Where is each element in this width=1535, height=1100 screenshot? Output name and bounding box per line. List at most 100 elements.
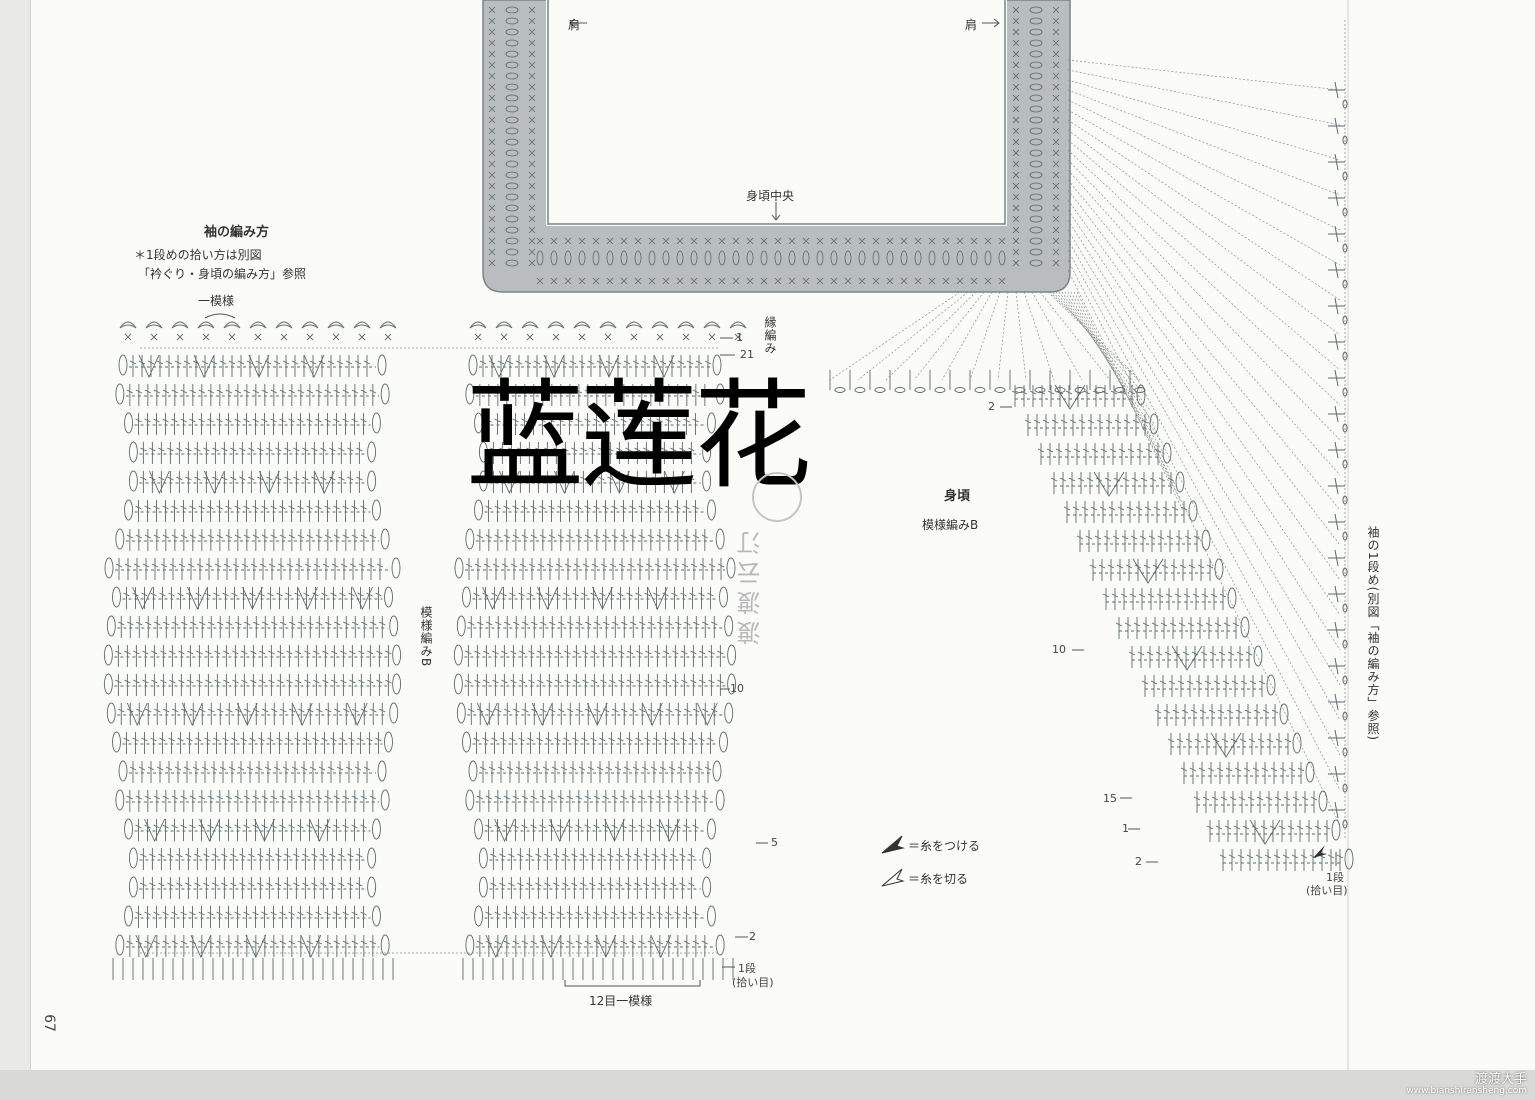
v-stitch: [300, 934, 322, 959]
band-single-crochet: [1052, 83, 1060, 91]
double-crochet: [189, 413, 196, 435]
v-stitch: [199, 818, 220, 843]
side-chain-loop: [115, 934, 125, 956]
band-chain-stitch: [505, 72, 519, 80]
band-single-crochet: [1052, 171, 1060, 179]
double-crochet: [1195, 675, 1203, 697]
double-crochet: [593, 384, 601, 406]
double-crochet: [342, 413, 349, 435]
watermark-logo: [752, 472, 802, 522]
band-single-crochet: [1012, 138, 1020, 146]
double-crochet: [212, 848, 219, 870]
double-crochet: [1300, 849, 1308, 871]
double-crochet: [153, 413, 160, 435]
double-crochet: [562, 877, 569, 899]
double-crochet: [557, 935, 565, 957]
label-arrows: [204, 18, 1337, 987]
side-chain-loop: [474, 818, 483, 840]
double-crochet: [654, 645, 661, 667]
side-chain-loop: [715, 934, 725, 956]
sleeve-pattern-b-label: 模様編みB: [419, 606, 433, 668]
edge-chain: [1342, 639, 1348, 649]
double-crochet: [196, 645, 203, 667]
band-chain-stitch: [505, 105, 519, 113]
single-crochet: [682, 333, 690, 341]
double-crochet: [169, 558, 177, 580]
double-crochet: [266, 848, 273, 870]
double-crochet: [190, 616, 197, 638]
band-chain-stitch: [690, 250, 698, 266]
band-single-crochet: [914, 277, 922, 285]
neckband-stitches: [488, 6, 1060, 285]
double-crochet: [638, 935, 646, 957]
double-crochet: [521, 529, 529, 551]
double-crochet: [521, 384, 529, 406]
double-crochet: [540, 703, 547, 725]
double-crochet: [566, 935, 574, 957]
double-crochet: [333, 500, 340, 522]
double-crochet: [492, 674, 499, 696]
sleeve-chart-left: [103, 321, 402, 980]
double-crochet: [176, 442, 183, 464]
double-crochet: [653, 732, 660, 754]
double-crochet: [375, 732, 382, 754]
double-crochet: [614, 761, 622, 783]
double-crochet: [280, 616, 287, 638]
pickup-guide-line: [1067, 249, 1341, 756]
side-chain-loop: [702, 876, 712, 898]
double-crochet: [1217, 704, 1225, 726]
double-crochet: [555, 645, 562, 667]
picot: [625, 321, 643, 329]
double-crochet: [345, 761, 353, 783]
double-crochet: [243, 500, 250, 522]
double-crochet: [185, 848, 192, 870]
double-crochet: [194, 442, 201, 464]
double-crochet: [1288, 762, 1296, 784]
double-crochet: [494, 906, 501, 928]
double-crochet: [322, 558, 330, 580]
double-crochet: [345, 355, 353, 377]
double-crochet: [609, 645, 616, 667]
double-crochet: [277, 674, 284, 696]
double-crochet: [690, 674, 697, 696]
edge-tick: [1328, 513, 1345, 531]
double-crochet: [351, 529, 359, 551]
double-crochet: [1180, 762, 1188, 784]
double-crochet: [370, 616, 377, 638]
double-crochet: [315, 819, 322, 841]
double-crochet: [605, 355, 613, 377]
double-crochet: [1122, 472, 1130, 494]
double-crochet: [207, 500, 214, 522]
double-crochet: [279, 935, 287, 957]
double-crochet: [261, 413, 268, 435]
double-crochet: [1141, 675, 1149, 697]
double-crochet: [584, 384, 592, 406]
double-crochet: [171, 790, 179, 812]
double-crochet: [488, 761, 496, 783]
double-crochet: [221, 848, 228, 870]
double-crochet: [573, 674, 580, 696]
double-crochet: [363, 761, 371, 783]
double-crochet: [1270, 762, 1278, 784]
double-crochet: [149, 848, 156, 870]
pickup-guide-line: [1067, 99, 1341, 231]
double-crochet: [246, 761, 254, 783]
double-crochet: [683, 935, 691, 957]
double-crochet: [219, 761, 227, 783]
double-crochet: [1136, 443, 1144, 465]
band-chain-stitch: [760, 250, 768, 266]
edge-tick: [1328, 729, 1345, 747]
picot: [729, 321, 747, 329]
double-crochet: [1192, 588, 1200, 610]
double-crochet: [351, 384, 359, 406]
double-crochet: [593, 529, 601, 551]
double-crochet: [255, 355, 263, 377]
edge-tick: [1328, 297, 1345, 315]
double-crochet: [1327, 849, 1335, 871]
band-single-crochet: [802, 277, 810, 285]
band-chain-stitch: [816, 250, 824, 266]
band-single-crochet: [970, 277, 978, 285]
double-crochet: [189, 500, 196, 522]
edge-chain: [1342, 783, 1348, 793]
double-crochet: [521, 906, 528, 928]
